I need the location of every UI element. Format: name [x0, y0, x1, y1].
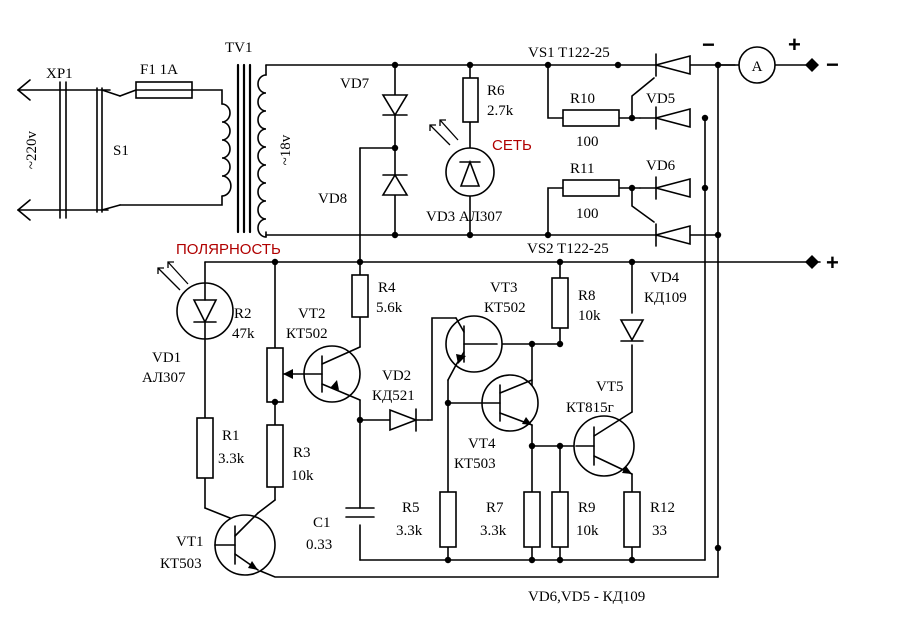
r12-resistor	[623, 491, 641, 548]
r5-value: 3.3k	[396, 523, 423, 539]
mains-input-section	[17, 63, 267, 238]
r5-resistor	[439, 491, 457, 548]
r3-value: 10k	[291, 468, 314, 484]
c1-label: C1	[313, 515, 331, 531]
tv1-label: TV1	[225, 40, 253, 56]
r1-value: 3.3k	[218, 451, 245, 467]
output-minus-terminal	[805, 58, 819, 72]
vd3-label: VD3 АЛ307	[426, 209, 503, 225]
r4-label: R4	[378, 280, 396, 296]
vd1-label: VD1	[152, 350, 181, 366]
vd7-label: VD7	[340, 76, 370, 92]
r2-value: 47k	[232, 326, 255, 342]
vs1-thyristor	[652, 53, 691, 77]
r11-resistor	[562, 179, 620, 197]
vt4-type: КТ503	[454, 456, 496, 472]
output-minus-label: −	[826, 52, 839, 77]
r3-resistor	[266, 424, 284, 488]
r11-value: 100	[576, 206, 599, 222]
r2-label: R2	[234, 306, 252, 322]
vd1-led	[157, 261, 234, 340]
vt1-label: VT1	[176, 534, 204, 550]
r4-resistor	[351, 274, 369, 318]
vt5-transistor	[573, 411, 635, 477]
r7-value: 3.3k	[480, 523, 507, 539]
vd5-label: VD5	[646, 91, 675, 107]
vt2-label: VT2	[298, 306, 326, 322]
ammeter: A	[738, 46, 776, 84]
vd4-diode	[619, 319, 645, 342]
terminal-plus-sign: +	[788, 32, 801, 57]
vd3-led	[429, 119, 495, 197]
r12-value: 33	[652, 523, 667, 539]
r5-label: R5	[402, 500, 420, 516]
r8-resistor	[551, 277, 569, 329]
vd1-type: АЛ307	[142, 370, 186, 386]
vs2-label: VS2 T122-25	[527, 241, 609, 257]
r6-value: 2.7k	[487, 103, 514, 119]
s1-label: S1	[113, 143, 129, 159]
r3-label: R3	[293, 445, 311, 461]
diode-note: VD6,VD5 - КД109	[528, 589, 645, 605]
r9-resistor	[551, 491, 569, 548]
r10-label: R10	[570, 91, 595, 107]
vd6-label: VD6	[646, 158, 676, 174]
vs1-label: VS1 T122-25	[528, 45, 610, 61]
vs2-thyristor	[652, 223, 691, 247]
output-plus-terminal	[805, 255, 819, 269]
r12-label: R12	[650, 500, 675, 516]
vt2-type: КТ502	[286, 326, 328, 342]
r8-value: 10k	[578, 308, 601, 324]
vd6-diode	[639, 176, 691, 200]
mains-voltage-label: ~220v	[24, 130, 40, 169]
vt5-type: КТ815г	[566, 400, 614, 416]
vd4-label: VD4	[650, 270, 680, 286]
vd8-diode	[381, 173, 409, 196]
r6-label: R6	[487, 83, 505, 99]
vt3-type: КТ502	[484, 300, 526, 316]
r2-potentiometer	[266, 347, 293, 403]
output-plus-label: +	[826, 250, 839, 275]
r7-label: R7	[486, 500, 504, 516]
r10-resistor	[562, 109, 620, 127]
vt4-transistor	[481, 374, 539, 432]
vt1-type: КТ503	[160, 556, 202, 572]
c1-value: 0.33	[306, 537, 332, 553]
vd2-label: VD2	[382, 368, 411, 384]
f1-label: F1 1A	[140, 62, 178, 78]
r10-value: 100	[576, 134, 599, 150]
component-labels: VD7 VD8 R6 2.7k СЕТЬ VD3 АЛ307 VS1 T122-…	[142, 32, 839, 605]
r11-label: R11	[570, 161, 594, 177]
vd2-diode	[389, 408, 429, 432]
r7-resistor	[523, 491, 541, 548]
vt3-transistor	[445, 315, 503, 373]
r4-value: 5.6k	[376, 300, 403, 316]
vt4-label: VT4	[468, 436, 496, 452]
ammeter-symbol: A	[752, 59, 763, 75]
vd7-diode	[381, 94, 409, 117]
vd5-diode	[639, 106, 691, 130]
xp1-label: XP1	[46, 66, 73, 82]
vt5-label: VT5	[596, 379, 624, 395]
secondary-voltage-label: ~18v	[278, 134, 294, 165]
vd8-label: VD8	[318, 191, 347, 207]
c1-capacitor	[345, 507, 375, 518]
junction-dots	[271, 61, 722, 564]
vt1-transistor	[214, 512, 276, 576]
vd2-type: КД521	[372, 388, 415, 404]
r9-value: 10k	[576, 523, 599, 539]
mains-labels: XP1 ~220v S1 F1 1A TV1 ~18v	[24, 40, 294, 169]
r8-label: R8	[578, 288, 596, 304]
r9-label: R9	[578, 500, 596, 516]
r1-label: R1	[222, 428, 240, 444]
polarity-led-label: ПОЛЯРНОСТЬ	[176, 241, 281, 258]
power-led-label: СЕТЬ	[492, 137, 532, 154]
vd4-type: КД109	[644, 290, 687, 306]
vt2-transistor	[303, 345, 361, 403]
terminal-minus-sign: −	[702, 32, 715, 57]
vt3-label: VT3	[490, 280, 518, 296]
r1-resistor	[196, 417, 214, 479]
r6-resistor	[462, 77, 479, 123]
